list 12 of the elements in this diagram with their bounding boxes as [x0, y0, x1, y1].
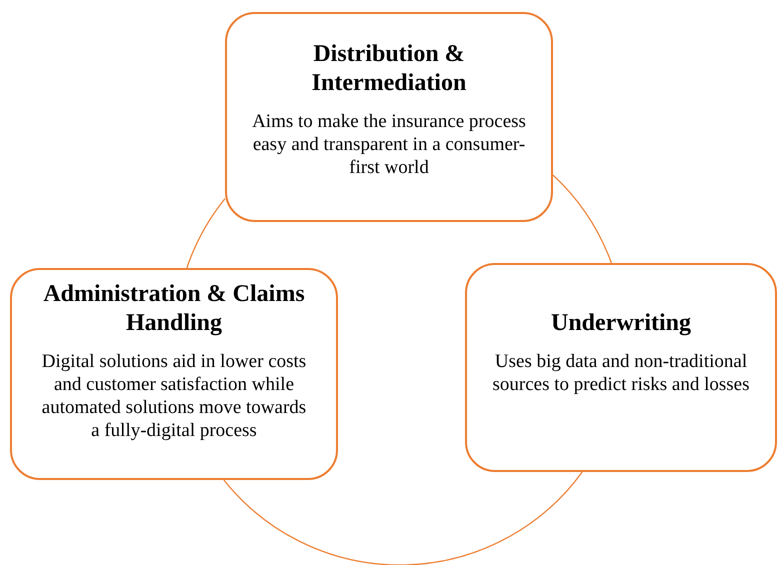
box-description: Uses big data and non-traditional sources to predict risks and losses	[492, 350, 750, 396]
box-title: Distribution & Intermediation	[310, 40, 468, 98]
rounded-box	[225, 12, 553, 222]
connector-arc	[552, 174, 612, 264]
box-title: Administration & Claims Handling	[42, 280, 306, 338]
connector-arc	[186, 198, 226, 268]
box-description: Digital solutions aid in lower costs and customer satisfaction while automated solutions move towards a fully-digital process	[40, 350, 308, 442]
box-title: Underwriting	[551, 309, 691, 338]
rounded-box	[465, 263, 777, 472]
rounded-box	[10, 268, 338, 480]
box-description: Aims to make the insurance process easy and transparent in a consumer-first world	[251, 110, 527, 179]
connector-arc	[223, 472, 583, 565]
